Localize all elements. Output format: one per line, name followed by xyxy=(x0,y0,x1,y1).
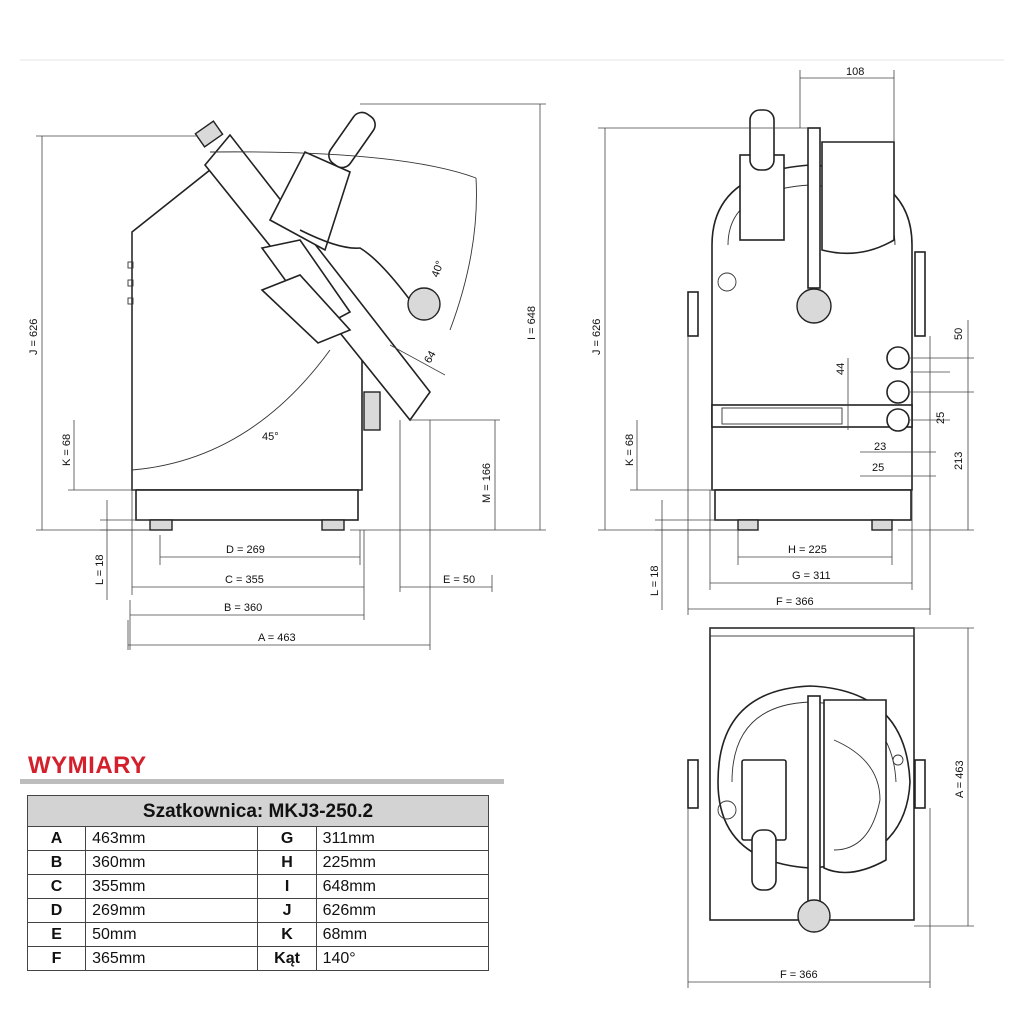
dim-L-label: L = 18 xyxy=(94,555,106,585)
row-value: 68mm xyxy=(315,922,490,947)
section-title: WYMIARY xyxy=(28,752,147,779)
table-title: Szatkownica: MKJ3-250.2 xyxy=(27,795,489,827)
table-row: B 360mm H 225mm xyxy=(26,850,490,875)
dim-F-label: F = 366 xyxy=(776,596,814,608)
angle-top-label: 40° xyxy=(430,259,447,279)
row-key: K xyxy=(257,922,317,947)
dim-44-label: 44 xyxy=(835,363,847,375)
row-value: 365mm xyxy=(85,946,259,971)
row-key: D xyxy=(26,898,87,923)
front-dim-K-label: K = 68 xyxy=(624,434,636,466)
dim-50-label: 50 xyxy=(953,328,965,340)
dim-B-label: B = 360 xyxy=(224,602,262,614)
side-view: D = 269 C = 355 E = 50 B = 360 A = 463 4… xyxy=(28,103,546,650)
row-value: 269mm xyxy=(85,898,259,923)
row-value: 311mm xyxy=(315,826,490,851)
top-dim-A-label: A = 463 xyxy=(954,760,966,798)
row-key: J xyxy=(257,898,317,923)
table-row: E 50mm K 68mm xyxy=(26,922,490,947)
dim-25b-label: 25 xyxy=(872,462,884,474)
dim-H-label: H = 225 xyxy=(788,544,827,556)
dim-64-label: 64 xyxy=(422,349,439,366)
dim-108-label: 108 xyxy=(846,66,864,78)
row-key: Kąt xyxy=(257,946,317,971)
dim-K-label: K = 68 xyxy=(61,434,73,466)
dimensions-table: Szatkownica: MKJ3-250.2 A 463mm G 311mm … xyxy=(26,795,490,971)
row-value: 355mm xyxy=(85,874,259,899)
row-value: 626mm xyxy=(315,898,490,923)
row-key: F xyxy=(26,946,87,971)
row-key: C xyxy=(26,874,87,899)
table-row: C 355mm I 648mm xyxy=(26,874,490,899)
row-key: I xyxy=(257,874,317,899)
row-key: A xyxy=(26,826,87,851)
table-row: A 463mm G 311mm xyxy=(26,826,490,851)
front-view: 108 J = 626 K = 68 L = 18 H = 225 G = 31… xyxy=(591,66,974,615)
row-key: E xyxy=(26,922,87,947)
row-value: 360mm xyxy=(85,850,259,875)
dim-J-label: J = 626 xyxy=(28,319,40,355)
dim-C-label: C = 355 xyxy=(225,574,264,586)
row-value: 50mm xyxy=(85,922,259,947)
dim-I-label: I = 648 xyxy=(526,306,538,340)
dim-E-label: E = 50 xyxy=(443,574,475,586)
row-value: 140° xyxy=(315,946,490,971)
dim-23-label: 23 xyxy=(874,441,886,453)
row-key: G xyxy=(257,826,317,851)
row-key: B xyxy=(26,850,87,875)
table-row: F 365mm Kąt 140° xyxy=(26,946,490,971)
front-dim-J-label: J = 626 xyxy=(591,319,603,355)
row-key: H xyxy=(257,850,317,875)
row-value: 648mm xyxy=(315,874,490,899)
dim-G-label: G = 311 xyxy=(792,570,831,582)
top-dim-F-label: F = 366 xyxy=(780,969,818,981)
top-view: A = 463 F = 366 xyxy=(687,627,974,988)
row-value: 225mm xyxy=(315,850,490,875)
table-row: D 269mm J 626mm xyxy=(26,898,490,923)
dim-D-label: D = 269 xyxy=(226,544,265,556)
dim-213-label: 213 xyxy=(953,452,965,470)
angle-bottom-label: 45° xyxy=(262,431,279,443)
table-header-row: Szatkownica: MKJ3-250.2 xyxy=(27,795,489,827)
dim-A-label: A = 463 xyxy=(258,632,296,644)
row-value: 463mm xyxy=(85,826,259,851)
title-divider xyxy=(20,779,504,784)
front-dim-L-label: L = 18 xyxy=(649,566,661,596)
dim-25a-label: 25 xyxy=(935,412,947,424)
dim-M-label: M = 166 xyxy=(481,463,493,503)
